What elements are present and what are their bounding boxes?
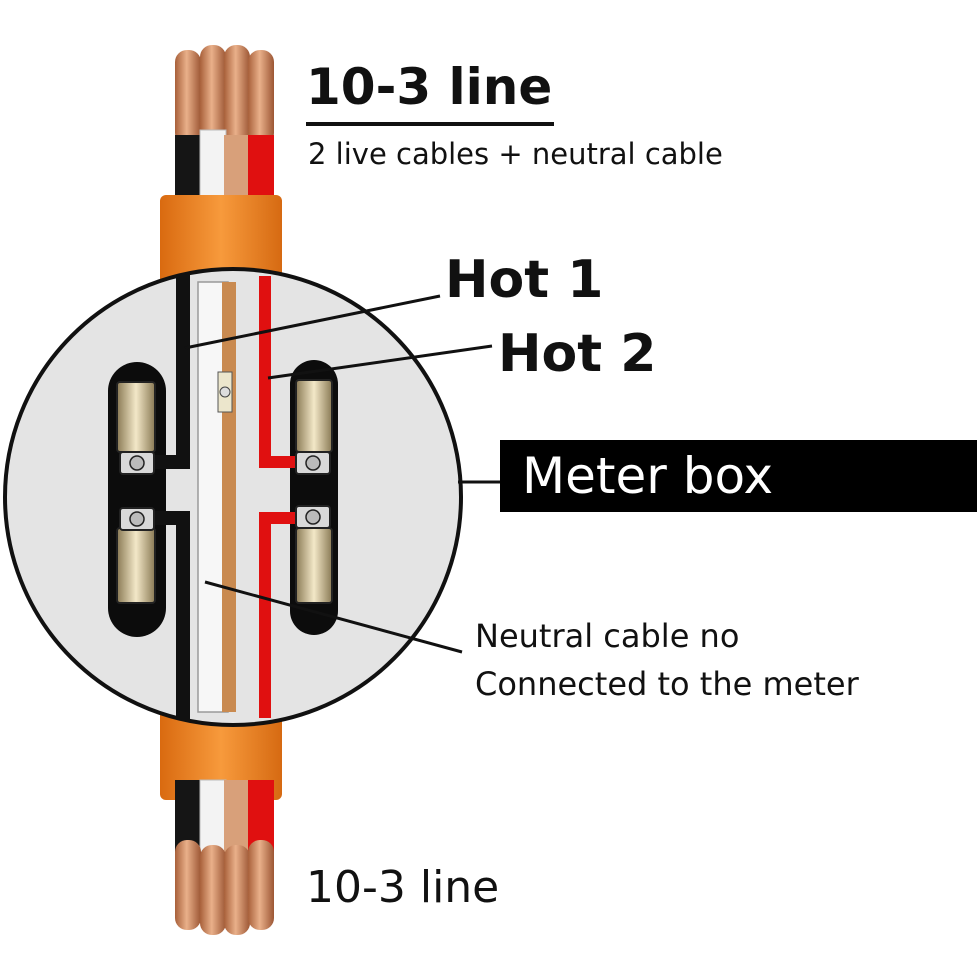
hot1-wire [143, 275, 190, 719]
bottom-title: 10-3 line [306, 862, 500, 913]
top-wire-insulation [175, 129, 274, 206]
neutral-note-line1: Neutral cable no [475, 617, 740, 655]
neutral-wire [197, 281, 236, 713]
top-title: 10-3 line [306, 58, 553, 116]
top-title-underline [306, 122, 554, 126]
neutral-note-line2: Connected to the meter [475, 665, 859, 703]
top-copper-conductors [175, 45, 274, 145]
hot1-label: Hot 1 [445, 250, 604, 310]
top-subtitle: 2 live cables + neutral cable [308, 137, 723, 171]
hot2-label: Hot 2 [498, 324, 657, 384]
bottom-copper-conductors [175, 840, 274, 935]
hot2-wire [259, 276, 306, 718]
leader-lines [184, 294, 500, 654]
terminal-screw-icon [119, 451, 331, 531]
meter-box-label: Meter box [500, 440, 977, 512]
